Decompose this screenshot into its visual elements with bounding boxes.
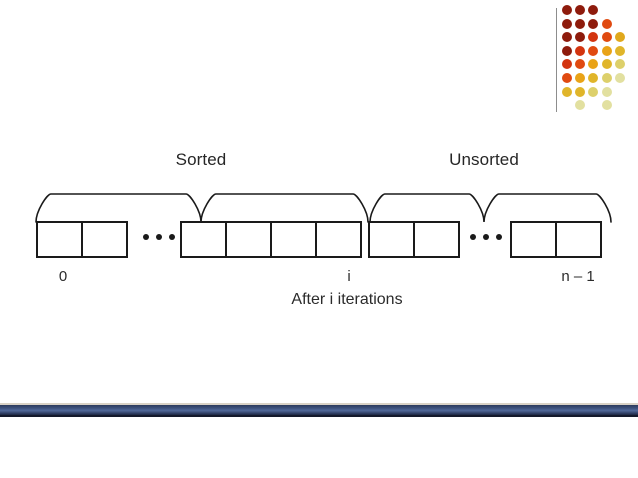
- footer-bottom-edge: [0, 415, 638, 417]
- array-cell: [368, 221, 415, 258]
- logo-dot: [575, 18, 586, 29]
- unsorted-group-label: Unsorted: [449, 150, 519, 169]
- ellipsis-dot: [496, 234, 502, 240]
- logo-dot: [614, 73, 625, 83]
- array-cell: [225, 221, 272, 258]
- sorted-brace: [35, 193, 369, 223]
- array-cell: [413, 221, 460, 258]
- unsorted-brace: [369, 193, 612, 223]
- logo-dot: [575, 73, 586, 83]
- logo-dot: [588, 86, 599, 97]
- array-cell: [180, 221, 227, 258]
- brace-group: [35, 193, 612, 223]
- array-cell: [555, 221, 602, 258]
- logo-dot: [562, 45, 572, 56]
- ellipsis-dot: [156, 234, 162, 240]
- logo-dot: [575, 32, 586, 43]
- logo-dot: [601, 86, 612, 97]
- logo-dot: [575, 100, 586, 111]
- logo-dot: [614, 45, 625, 56]
- ellipsis-dot: [470, 234, 476, 240]
- logo-dot: [588, 18, 599, 29]
- logo-dot: [601, 59, 612, 70]
- index-label-end: n – 1: [561, 268, 595, 285]
- logo-dot: [614, 32, 625, 43]
- array-cell: [81, 221, 128, 258]
- index-label-middle: i: [347, 268, 351, 285]
- array-cell: [36, 221, 83, 258]
- logo-dot: [575, 86, 586, 97]
- logo-dot: [601, 45, 612, 56]
- logo-dot: [588, 5, 599, 15]
- ellipsis-dot: [483, 234, 489, 240]
- sorted-group-label: Sorted: [175, 150, 227, 169]
- sorted-ellipsis: [143, 234, 175, 240]
- logo-dot: [575, 5, 586, 15]
- ellipsis-dot: [169, 234, 175, 240]
- logo-dot: [601, 73, 612, 83]
- footer-top-edge: [0, 403, 638, 405]
- ellipsis-dot: [143, 234, 149, 240]
- logo-dot: [562, 59, 572, 70]
- logo-dot-grid: [562, 5, 638, 115]
- logo-dot: [601, 100, 612, 111]
- logo-dot: [562, 86, 572, 97]
- index-label-start: 0: [58, 268, 68, 285]
- logo-vertical-rule: [556, 8, 557, 112]
- logo-dot: [562, 32, 572, 43]
- logo-dot: [588, 59, 599, 70]
- logo-dot: [562, 18, 572, 29]
- diagram-caption: After i iterations: [291, 291, 403, 308]
- array-diagram: [0, 221, 638, 261]
- dot-grid-logo: [548, 0, 638, 120]
- logo-dot: [601, 18, 612, 29]
- logo-dot: [614, 59, 625, 70]
- footer-gradient: [0, 405, 638, 415]
- logo-dot: [588, 45, 599, 56]
- logo-dot: [588, 32, 599, 43]
- logo-dot: [575, 45, 586, 56]
- footer-accent-bar: [0, 403, 638, 417]
- logo-dot: [562, 73, 572, 83]
- array-cell: [315, 221, 362, 258]
- logo-dot: [575, 59, 586, 70]
- unsorted-ellipsis: [470, 234, 502, 240]
- array-cell: [510, 221, 557, 258]
- logo-dot: [601, 32, 612, 43]
- logo-dot: [588, 73, 599, 83]
- logo-dot: [562, 5, 572, 15]
- array-cell: [270, 221, 317, 258]
